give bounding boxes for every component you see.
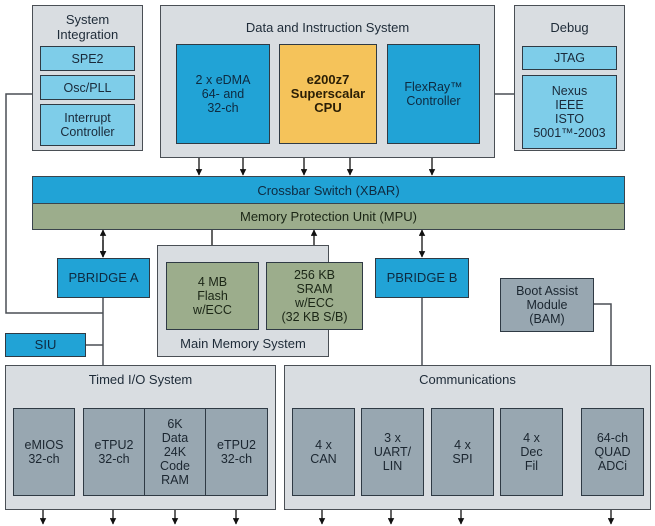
can-label: 4 x CAN (310, 438, 337, 466)
pbridge-b-label: PBRIDGE B (386, 270, 458, 285)
interrupt-controller-block[interactable]: Interrupt Controller (40, 104, 135, 146)
communications-title: Communications (419, 372, 516, 387)
pbridge-a-block[interactable]: PBRIDGE A (57, 258, 150, 298)
bam-block[interactable]: Boot Assist Module (BAM) (500, 278, 594, 332)
flash-block[interactable]: 4 MB Flash w/ECC (166, 262, 259, 330)
pbridge-a-label: PBRIDGE A (68, 270, 139, 285)
dec-fil-label: 4 x Dec Fil (520, 431, 543, 473)
osc-pll-label: Osc/PLL (63, 80, 112, 95)
nexus-label: Nexus IEEE ISTO 5001™-2003 (533, 84, 606, 140)
debug-title: Debug (550, 20, 589, 35)
uart-lin-block[interactable]: 3 x UART/ LIN (361, 408, 424, 496)
uart-lin-label: 3 x UART/ LIN (373, 431, 412, 473)
main-memory-group: 4 MB Flash w/ECC 256 KB SRAM w/ECC (32 K… (157, 245, 363, 357)
siu-block[interactable]: SIU (5, 333, 86, 357)
siu-label: SIU (34, 337, 57, 352)
pbridge-b-block[interactable]: PBRIDGE B (375, 258, 469, 298)
nexus-block[interactable]: Nexus IEEE ISTO 5001™-2003 (522, 75, 617, 149)
spi-label: 4 x SPI (452, 438, 473, 466)
timed-io-title: Timed I/O System (88, 372, 193, 387)
adc-block[interactable]: 64-ch QUAD ADCi (581, 408, 644, 496)
system-integration-title: System Integration (56, 12, 119, 42)
system-integration-group: System Integration SPE2 Osc/PLL Interrup… (32, 5, 143, 151)
timed-io-group: Timed I/O System eMIOS 32-ch eTPU2 32-ch… (5, 365, 276, 510)
sram-block[interactable]: 256 KB SRAM w/ECC (32 KB S/B) (266, 262, 363, 330)
crossbar-switch-bar[interactable]: Crossbar Switch (XBAR) (32, 176, 625, 204)
flash-label: 4 MB Flash w/ECC (193, 275, 232, 317)
flexray-block[interactable]: FlexRay™ Controller (387, 44, 480, 144)
communications-group: Communications 4 x CAN 3 x UART/ LIN 4 x… (284, 365, 651, 510)
etpu2-a-label: eTPU2 32-ch (94, 438, 134, 466)
dec-fil-block[interactable]: 4 x Dec Fil (500, 408, 563, 496)
data-instruction-title: Data and Instruction System (245, 20, 410, 35)
etpu2-b-block[interactable]: eTPU2 32-ch (205, 408, 268, 496)
osc-pll-block[interactable]: Osc/PLL (40, 75, 135, 100)
adc-label: 64-ch QUAD ADCi (594, 431, 631, 473)
jtag-label: JTAG (553, 51, 586, 65)
cpu-label: e200z7 Superscalar CPU (290, 72, 366, 115)
spi-block[interactable]: 4 x SPI (431, 408, 494, 496)
etpu-ram-block[interactable]: 6K Data 24K Code RAM (144, 408, 206, 496)
data-instruction-group: Data and Instruction System 2 x eDMA 64-… (160, 5, 495, 158)
jtag-block[interactable]: JTAG (522, 46, 617, 70)
emios-block[interactable]: eMIOS 32-ch (13, 408, 75, 496)
emios-label: eMIOS 32-ch (24, 438, 64, 466)
bam-label: Boot Assist Module (BAM) (516, 284, 578, 326)
mpu-bar[interactable]: Memory Protection Unit (MPU) (32, 203, 625, 230)
can-block[interactable]: 4 x CAN (292, 408, 355, 496)
cpu-block[interactable]: e200z7 Superscalar CPU (279, 44, 377, 144)
sram-label: 256 KB SRAM w/ECC (32 KB S/B) (281, 268, 348, 324)
flexray-label: FlexRay™ Controller (404, 80, 463, 108)
spe2-label: SPE2 (71, 51, 104, 66)
mpu-label: Memory Protection Unit (MPU) (240, 209, 417, 224)
interrupt-controller-label: Interrupt Controller (60, 111, 115, 139)
edma-block[interactable]: 2 x eDMA 64- and 32-ch (176, 44, 270, 144)
spe2-block[interactable]: SPE2 (40, 46, 135, 71)
debug-group: Debug JTAG Nexus IEEE ISTO 5001™-2003 (514, 5, 625, 151)
main-memory-title: Main Memory System (180, 336, 306, 351)
etpu-ram-label: 6K Data 24K Code RAM (160, 417, 190, 487)
etpu2-b-label: eTPU2 32-ch (217, 438, 256, 466)
etpu2-a-block[interactable]: eTPU2 32-ch (83, 408, 145, 496)
xbar-label: Crossbar Switch (XBAR) (257, 182, 400, 198)
edma-label: 2 x eDMA 64- and 32-ch (195, 73, 251, 115)
